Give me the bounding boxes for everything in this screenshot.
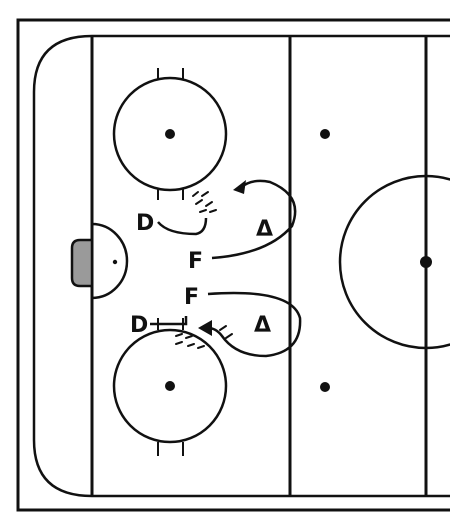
- rink-boards: [32, 34, 450, 498]
- forward-label-bottom: F: [184, 285, 199, 310]
- faceoff-dot-bottom: [165, 381, 175, 391]
- outer-frame: [16, 18, 450, 512]
- center-dot: [420, 256, 432, 268]
- triangle-label-bottom: Δ: [254, 313, 271, 338]
- goal-crease: [91, 222, 129, 300]
- goal-crease-dot: [112, 259, 118, 265]
- pass-dashes-bottom: [175, 325, 233, 349]
- defense-label-top: D: [136, 211, 154, 236]
- forward-bottom-path: [207, 291, 302, 358]
- faceoff-circle-bottom: [112, 328, 228, 444]
- forward-label-top: F: [188, 249, 203, 274]
- faceoff-circle-top: [112, 76, 228, 192]
- arrowhead-top: [233, 180, 246, 194]
- forward-top-path: [211, 179, 297, 260]
- faceoff-dot-top: [165, 129, 175, 139]
- arrowhead-bottom: [198, 320, 212, 336]
- center-circle: [338, 174, 450, 350]
- defense-top-path: [157, 217, 208, 236]
- triangle-label-top: Δ: [256, 217, 273, 242]
- defense-bottom-path: [150, 316, 188, 326]
- pass-dashes-top: [192, 191, 217, 213]
- defense-label-bottom: D: [130, 313, 148, 338]
- neutral-dot-top: [320, 129, 330, 139]
- goal-net: [70, 238, 94, 288]
- neutral-dot-bottom: [320, 382, 330, 392]
